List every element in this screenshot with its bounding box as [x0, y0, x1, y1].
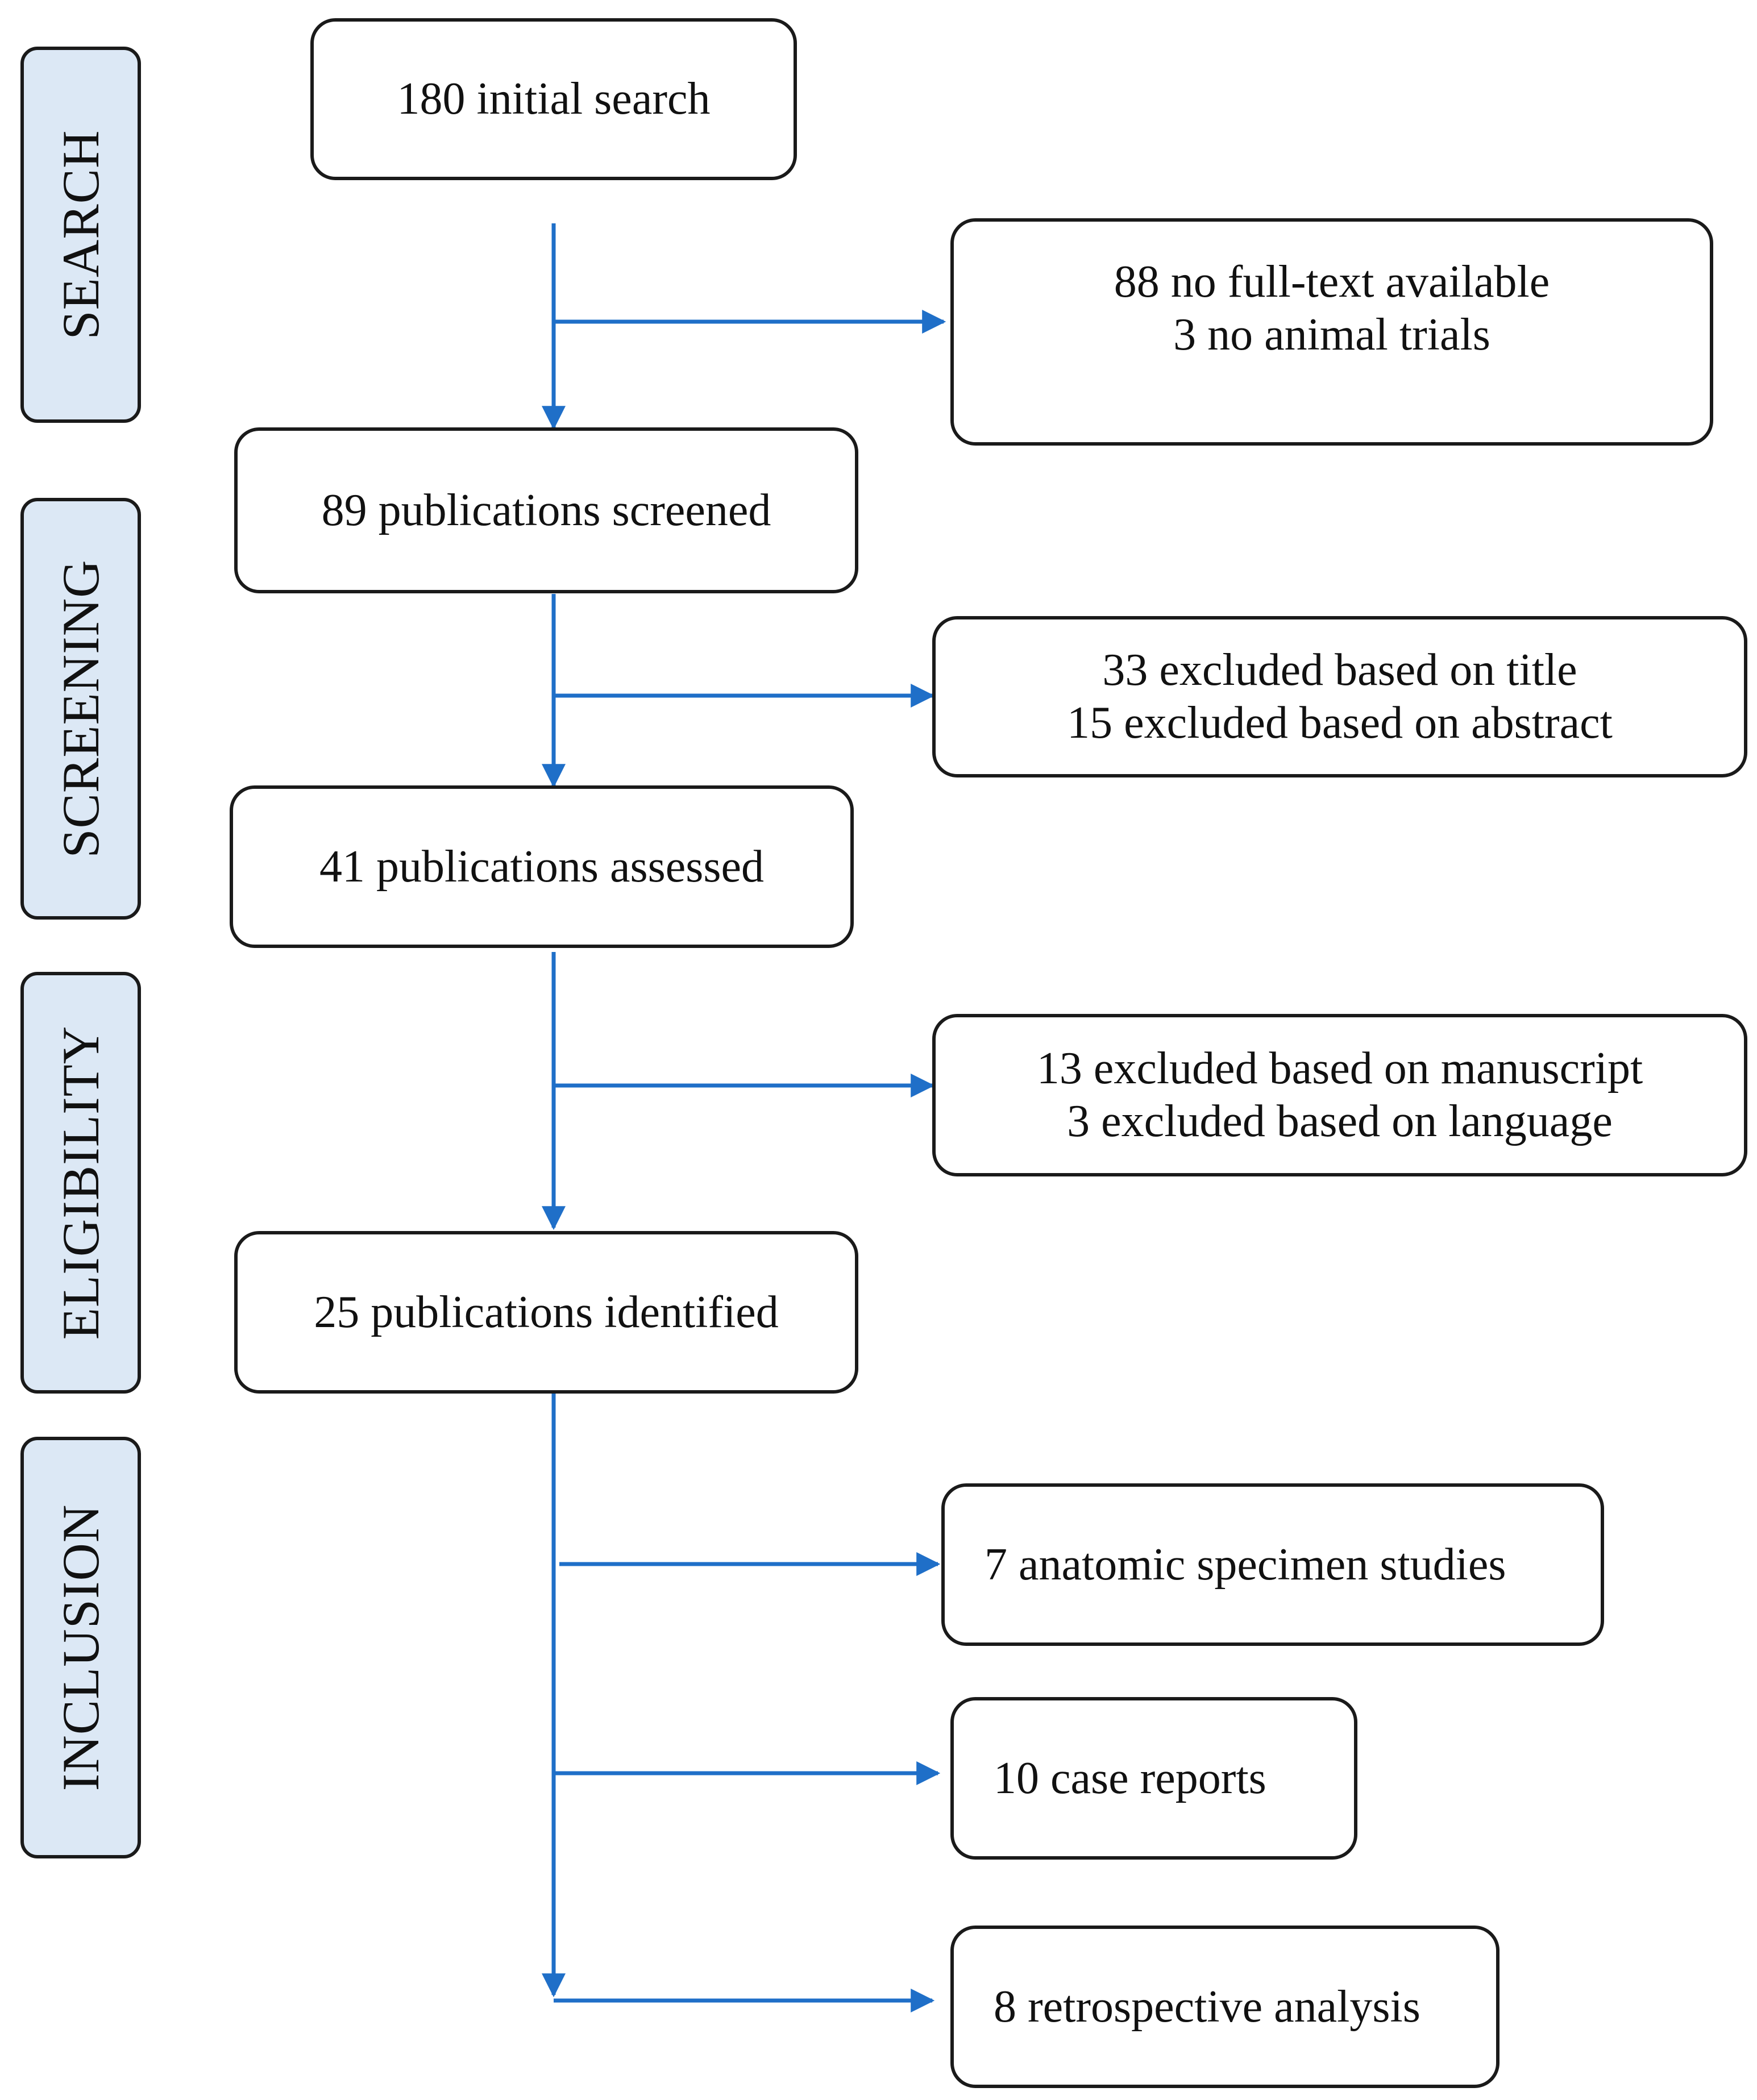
search-exclusion-2: 3 no animal trials	[1173, 309, 1490, 360]
screening-exclusions-box: 33 excluded based on title 15 excluded b…	[932, 616, 1747, 777]
assessed-text: 41 publications assessed	[319, 841, 765, 892]
initial-search-text: 180 initial search	[397, 74, 711, 124]
stage-search: SEARCH	[20, 47, 141, 423]
stage-inclusion: INCLUSION	[20, 1437, 141, 1858]
case-reports-text: 10 case reports	[994, 1753, 1266, 1803]
specimen-studies-box: 7 anatomic specimen studies	[941, 1483, 1604, 1646]
stage-inclusion-label: INCLUSION	[52, 1504, 110, 1791]
case-reports-box: 10 case reports	[950, 1697, 1357, 1860]
eligibility-exclusions-box: 13 excluded based on manuscript 3 exclud…	[932, 1014, 1747, 1176]
stage-search-label: SEARCH	[52, 130, 110, 340]
initial-search-box: 180 initial search	[310, 18, 797, 180]
search-exclusion-1: 88 no full-text available	[1114, 257, 1550, 307]
stage-eligibility-label: ELIGIBILITY	[52, 1025, 110, 1340]
retrospective-text: 8 retrospective analysis	[994, 1981, 1420, 2032]
search-exclusions-box: 88 no full-text available 3 no animal tr…	[950, 218, 1713, 446]
identified-box: 25 publications identified	[234, 1231, 858, 1394]
stage-screening-label: SCREENING	[52, 559, 110, 858]
screening-exclusion-2: 15 excluded based on abstract	[1067, 698, 1613, 748]
screened-box: 89 publications screened	[234, 427, 858, 593]
assessed-box: 41 publications assessed	[230, 785, 854, 948]
stage-eligibility: ELIGIBILITY	[20, 972, 141, 1394]
specimen-studies-text: 7 anatomic specimen studies	[985, 1539, 1506, 1590]
stage-screening: SCREENING	[20, 498, 141, 920]
identified-text: 25 publications identified	[314, 1287, 779, 1337]
eligibility-exclusion-2: 3 excluded based on language	[1067, 1096, 1613, 1146]
retrospective-box: 8 retrospective analysis	[950, 1926, 1500, 2088]
eligibility-exclusion-1: 13 excluded based on manuscript	[1036, 1043, 1643, 1094]
screened-text: 89 publications screened	[321, 485, 771, 535]
screening-exclusion-1: 33 excluded based on title	[1102, 645, 1577, 696]
